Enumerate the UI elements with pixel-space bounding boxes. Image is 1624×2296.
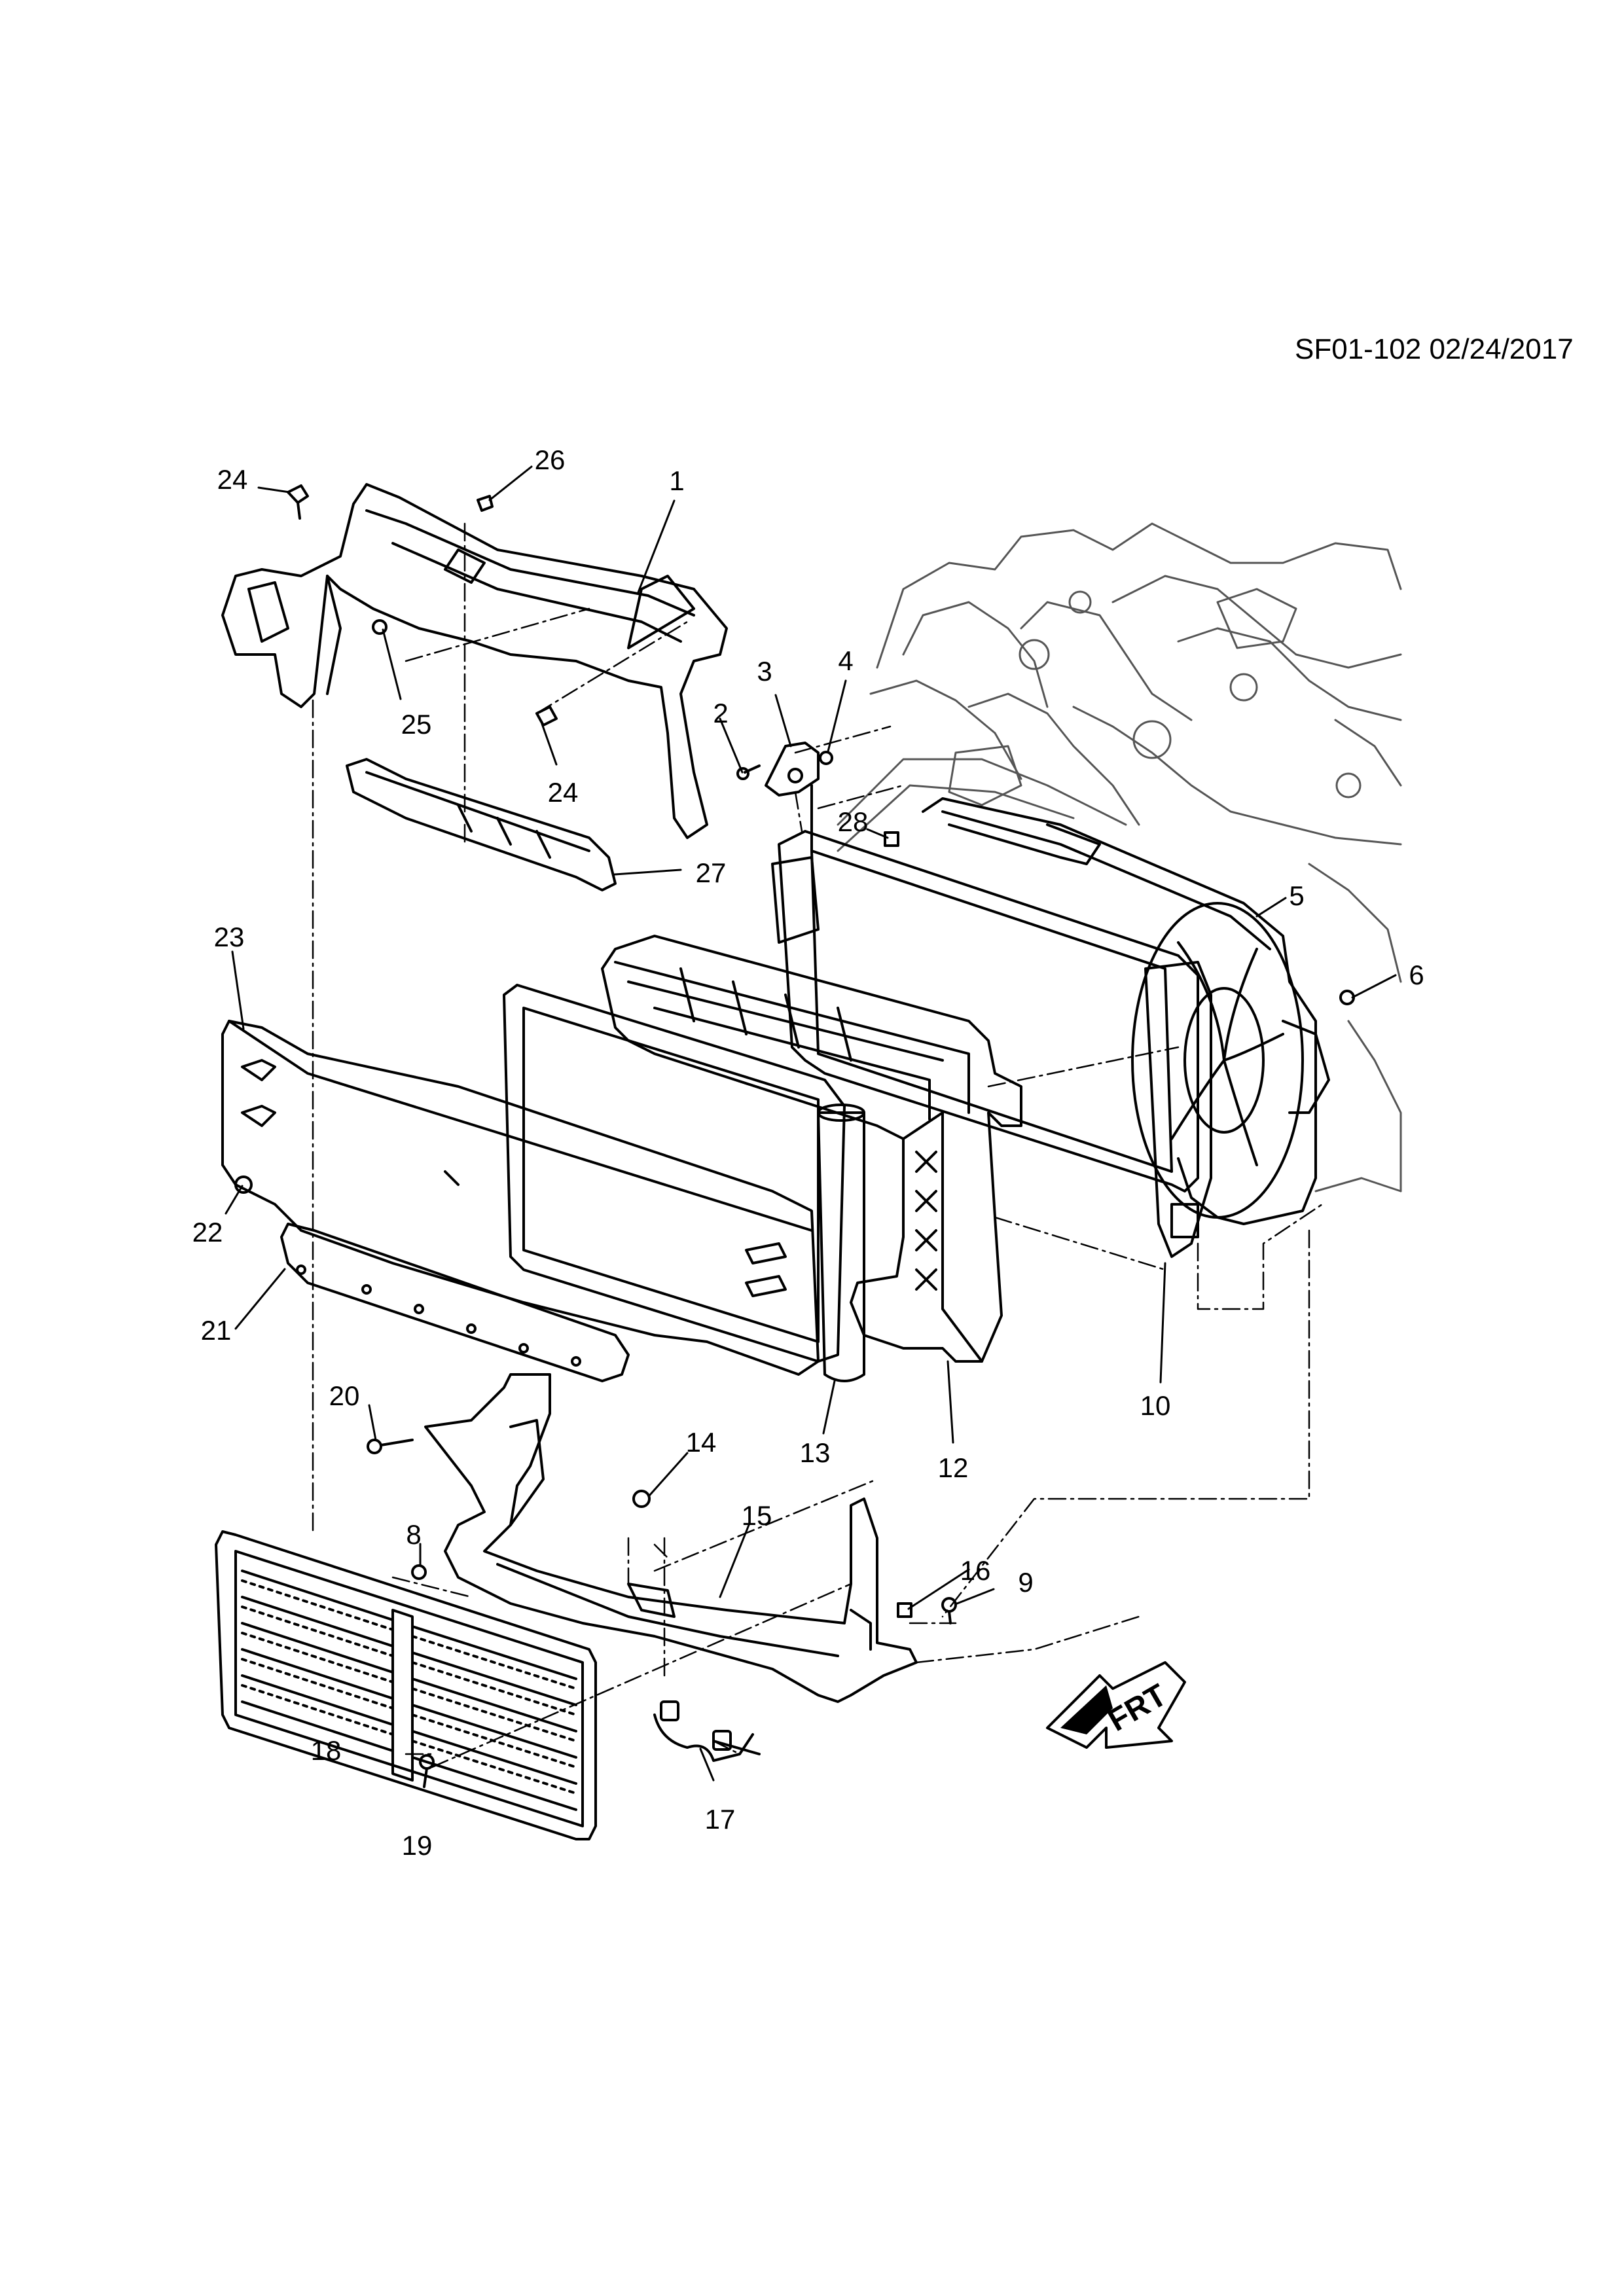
- leader-lines: [225, 465, 1397, 1782]
- callout-1: 1: [669, 465, 685, 496]
- callout-6: 6: [1409, 960, 1424, 990]
- callout-13: 13: [799, 1437, 831, 1468]
- part-21-lower-deflector: [280, 1223, 630, 1382]
- callout-25: 25: [401, 709, 432, 740]
- radiator-core: [771, 784, 1212, 1258]
- callout-27: 27: [695, 857, 727, 888]
- part-17-wiring-harness: [653, 1700, 761, 1762]
- part-23-impact-bar: [221, 1020, 820, 1376]
- callout-23: 23: [213, 922, 245, 952]
- callout-9: 9: [1018, 1567, 1034, 1598]
- callout-10: 10: [1140, 1390, 1171, 1421]
- part-15-lower-air-baffle: [424, 1373, 918, 1703]
- callout-12: 12: [937, 1452, 969, 1483]
- part-12-condenser-frame: [601, 935, 1022, 1363]
- callout-20: 20: [329, 1380, 360, 1411]
- callout-24-lower: 24: [547, 777, 579, 808]
- part-13-condenser: [503, 984, 865, 1382]
- callout-5: 5: [1289, 880, 1305, 911]
- callout-16: 16: [960, 1555, 991, 1586]
- part-3-bracket: [765, 742, 820, 797]
- callout-2: 2: [713, 698, 729, 728]
- callout-3: 3: [757, 656, 772, 687]
- callout-4: 4: [838, 645, 854, 676]
- front-direction-arrow-icon: [1046, 1661, 1186, 1749]
- part-27-air-deflector: [346, 758, 617, 891]
- callout-15: 15: [741, 1500, 772, 1531]
- alignment-lines: [312, 522, 1324, 1768]
- part-18-grille-shutter: [215, 1530, 597, 1840]
- callout-17: 17: [704, 1804, 736, 1835]
- callout-26: 26: [534, 444, 566, 475]
- fasteners: [234, 484, 1355, 1788]
- callout-21: 21: [200, 1315, 232, 1346]
- diagram-reference: SF01-102 02/24/2017: [1295, 333, 1574, 365]
- callout-24-top: 24: [217, 464, 248, 495]
- callout-14: 14: [685, 1427, 717, 1458]
- callout-19: 19: [401, 1830, 433, 1861]
- engine-compartment-background: [837, 522, 1402, 1193]
- callout-8: 8: [406, 1519, 422, 1550]
- part-5-fan-shroud: [922, 797, 1330, 1225]
- callout-28: 28: [837, 806, 869, 837]
- part-1-upper-tie-bar: [221, 483, 728, 839]
- callout-18: 18: [310, 1735, 342, 1766]
- callout-22: 22: [192, 1217, 223, 1247]
